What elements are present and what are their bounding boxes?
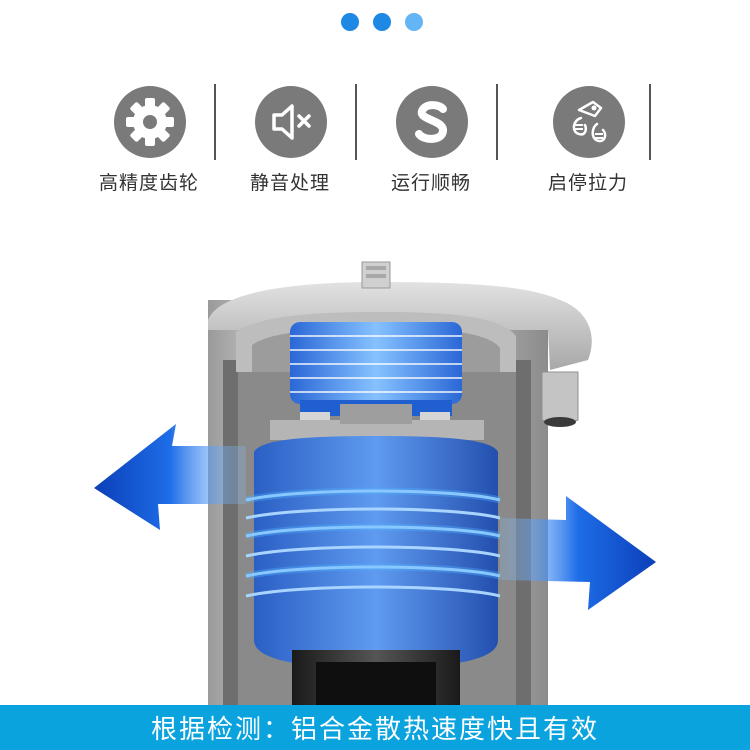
motor-cutaway-illustration xyxy=(0,240,750,705)
feature-label: 高精度齿轮 xyxy=(98,172,199,194)
carousel-dot-2[interactable] xyxy=(373,13,391,31)
carousel-dot-1[interactable] xyxy=(341,13,359,31)
feature-silent-processing: 静音处理 xyxy=(220,80,360,200)
mute-speaker-icon xyxy=(255,86,327,158)
divider xyxy=(355,84,357,160)
bottom-banner: 根据检测：铝合金散热速度快且有效 xyxy=(0,705,750,750)
carousel-indicator xyxy=(0,13,750,33)
divider xyxy=(496,84,498,160)
feature-start-stop-pull: 启停拉力 xyxy=(518,80,658,200)
feature-label: 静音处理 xyxy=(249,172,330,194)
feature-label: 启停拉力 xyxy=(547,172,628,194)
divider xyxy=(214,84,216,160)
divider xyxy=(649,84,651,160)
feature-smooth-operation: 运行顺畅 xyxy=(361,80,501,200)
feature-high-precision-gear: 高精度齿轮 xyxy=(79,80,219,200)
banner-text: 根据检测：铝合金散热速度快且有效 xyxy=(150,715,599,745)
hand-pull-icon xyxy=(553,86,625,158)
carousel-dot-3[interactable] xyxy=(405,13,423,31)
feature-label: 运行顺畅 xyxy=(390,172,471,194)
feature-row: 高精度齿轮 静音处理 运行顺畅 xyxy=(0,80,750,200)
gear-icon xyxy=(114,86,186,158)
letter-s-icon xyxy=(396,86,468,158)
